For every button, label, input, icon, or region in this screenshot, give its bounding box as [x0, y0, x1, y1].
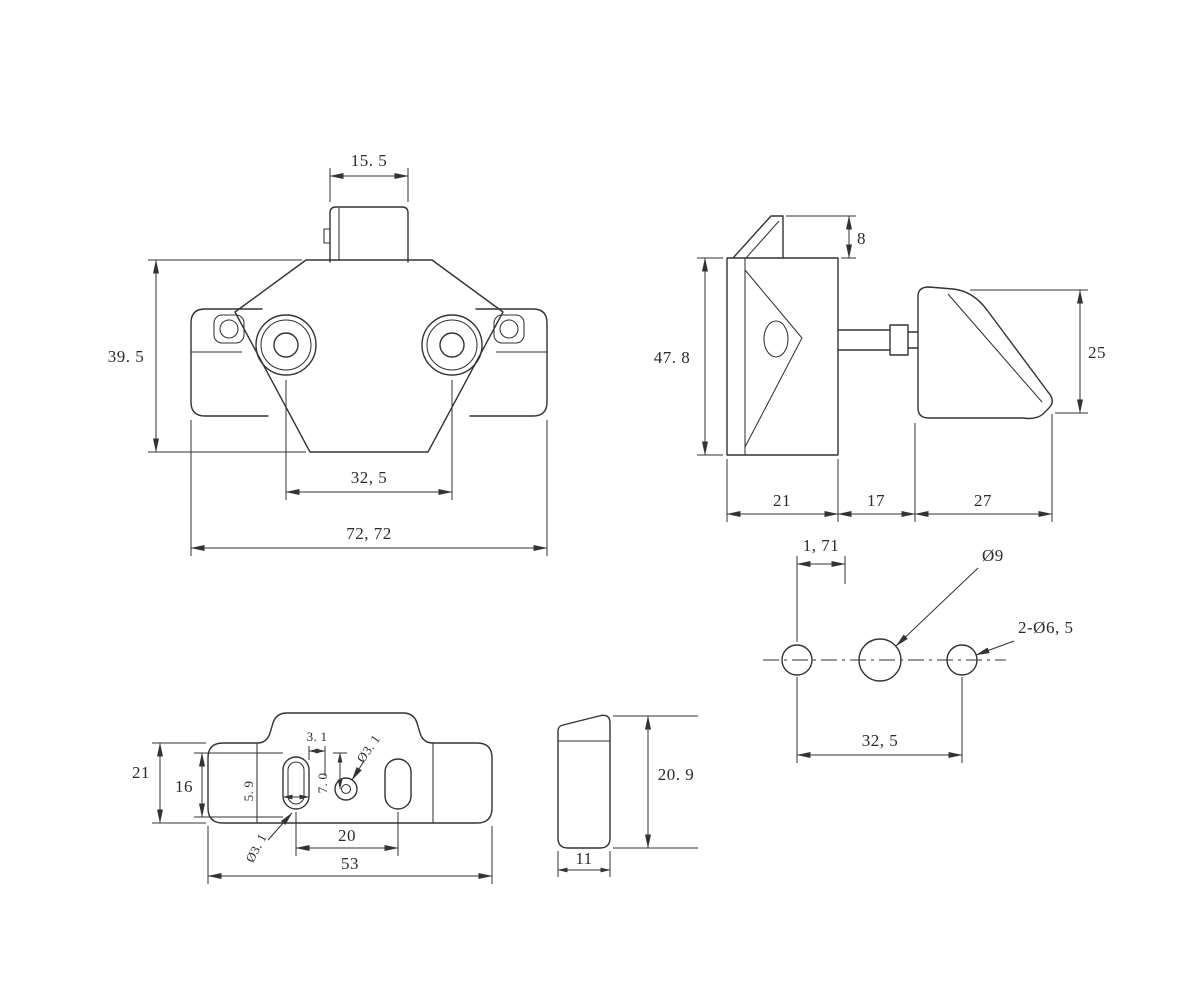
dim-front-height: 39. 5 [108, 259, 306, 453]
callout-center-hole: Ø9 [895, 546, 1004, 647]
center-drill-hole [858, 638, 902, 682]
left-wing-hole-circle [219, 319, 239, 339]
dim-plate-inner-height-label: 16 [175, 777, 193, 796]
dim-front-height-label: 39. 5 [108, 347, 145, 366]
dim-plate-length: 53 [207, 826, 493, 884]
front-view: 15. 5 39. 5 32, 5 72, 72 [108, 151, 548, 556]
dim-plate-slot-edge-offset-label: 3. 1 [307, 729, 328, 744]
callout-plate-center-hole-label: Ø3. 1 [353, 732, 383, 765]
left-drill-hole [781, 644, 813, 676]
dim-side-bottom-chain: 21 17 27 [726, 414, 1053, 522]
leader-line [267, 812, 293, 841]
push-button-notch [323, 228, 330, 244]
dim-front-tab-width-label: 15. 5 [351, 151, 388, 170]
striker-inner-line [947, 293, 1043, 403]
dim-plate-outer-height: 21 [132, 742, 206, 824]
dim-side-button-height-label: 8 [857, 229, 866, 248]
dim-front-hole-spacing-label: 32, 5 [351, 468, 388, 487]
button-side-profile [732, 215, 784, 259]
dim-plate-side-width: 11 [557, 849, 611, 877]
callout-side-holes: 2-Ø6, 5 [975, 618, 1073, 656]
leader-line [351, 760, 365, 781]
left-boss-outer [255, 314, 317, 376]
side-view: 8 47. 8 25 21 17 27 [654, 215, 1106, 522]
dim-plate-side-height: 20. 9 [613, 715, 698, 849]
dim-side-housing-depth-label: 21 [773, 491, 791, 510]
dim-plate-hole-spacing-label: 20 [338, 826, 356, 845]
right-wing-hole-square [493, 314, 525, 344]
plate-side-profile [557, 714, 611, 849]
dim-side-body-height-label: 47. 8 [654, 348, 691, 367]
dim-drill-offset-label: 1, 71 [803, 536, 840, 555]
right-boss-mid [426, 319, 478, 371]
dim-plate-hole-spacing: 20 [295, 812, 399, 856]
dim-front-overall-width: 72, 72 [190, 420, 548, 556]
left-boss-hole [273, 332, 299, 358]
dim-side-striker-height: 25 [970, 289, 1106, 414]
front-view-outline [190, 206, 548, 453]
dim-plate-slot-edge-offset: 3. 1 [307, 729, 328, 776]
left-boss-mid [260, 319, 312, 371]
latch-bar-collar [889, 324, 909, 356]
right-boss-hole [439, 332, 465, 358]
latch-body-outline [234, 259, 504, 453]
right-boss-outer [421, 314, 483, 376]
right-mounting-wing [469, 308, 548, 417]
dim-side-striker-height-label: 25 [1088, 343, 1106, 362]
spring-chevron [744, 269, 803, 448]
plate-center-hole-outer [334, 777, 358, 801]
callout-plate-slot-hole-label: Ø3. 1 [242, 831, 270, 865]
plate-outline [207, 712, 493, 824]
callout-plate-slot-hole: Ø3. 1 [242, 812, 293, 865]
dim-front-overall-width-label: 72, 72 [346, 524, 392, 543]
dim-plate-side-height-label: 20. 9 [658, 765, 695, 784]
left-slot-outer [282, 756, 310, 810]
cam-oval [763, 320, 789, 358]
dim-plate-side-width-label: 11 [575, 849, 592, 868]
striker-wedge [917, 286, 1053, 420]
dim-side-gap-label: 17 [867, 491, 885, 510]
push-button-tab [329, 206, 409, 263]
plate-center-hole-inner [340, 783, 352, 795]
callout-side-holes-label: 2-Ø6, 5 [1018, 618, 1073, 637]
dim-drill-spacing-label: 32, 5 [862, 731, 899, 750]
plate-side-outline [557, 714, 611, 849]
dim-side-body-height: 47. 8 [654, 257, 723, 456]
left-mounting-wing [190, 308, 269, 417]
callout-plate-center-hole: Ø3. 1 [351, 732, 383, 781]
dim-plate-slot-width-label: 5. 9 [241, 781, 256, 802]
right-wing-hole-circle [499, 319, 519, 339]
leader-line [975, 640, 1015, 656]
side-view-outline [726, 215, 1053, 456]
button-inner-line [745, 220, 780, 259]
dim-front-tab-width: 15. 5 [329, 151, 409, 202]
dim-drill-spacing: 32, 5 [796, 677, 963, 763]
plate-top-outline [207, 712, 493, 824]
callout-center-hole-label: Ø9 [982, 546, 1004, 565]
dim-plate-hole-offset-label: 7. 0 [315, 773, 330, 794]
dim-plate-slot-width: 5. 9 [241, 781, 310, 802]
left-slot-inner [287, 761, 305, 805]
dim-drill-offset: 1, 71 [796, 536, 846, 642]
housing-body [726, 257, 839, 456]
drill-template-view: 1, 71 Ø9 2-Ø6, 5 32, 5 [763, 536, 1073, 763]
right-slot [384, 758, 412, 810]
leader-line [895, 567, 979, 647]
right-drill-hole [946, 644, 978, 676]
dim-side-striker-depth-label: 27 [974, 491, 992, 510]
dim-plate-outer-height-label: 21 [132, 763, 150, 782]
plate-side-view: 20. 9 11 [557, 714, 698, 877]
plate-top-view: 21 16 3. 1 7. 0 Ø3. 1 5. 9 [132, 712, 493, 884]
dim-plate-hole-offset: 7. 0 [315, 752, 347, 794]
left-wing-hole-square [213, 314, 245, 344]
dim-side-button-height: 8 [786, 215, 866, 259]
dim-plate-inner-height: 16 [175, 752, 283, 818]
dim-front-hole-spacing: 32, 5 [285, 380, 453, 500]
dim-plate-length-label: 53 [341, 854, 359, 873]
